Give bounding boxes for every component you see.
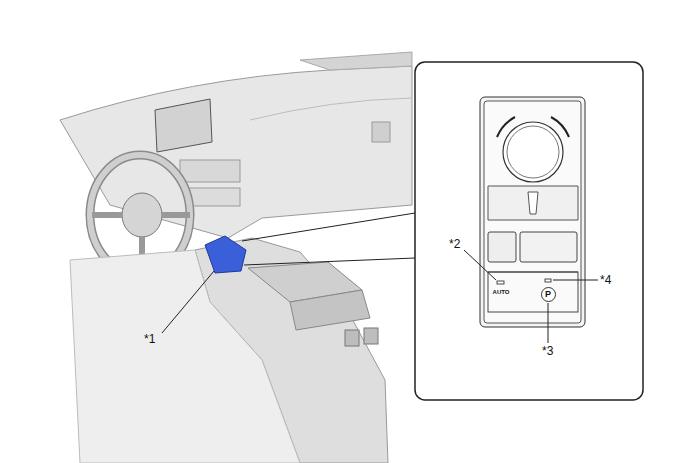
switch-button <box>488 232 516 262</box>
bezel <box>488 186 578 220</box>
knob <box>503 122 563 182</box>
leader-line <box>464 250 496 280</box>
callout-number: *4 <box>600 274 611 286</box>
parking-brake-switch <box>205 236 246 273</box>
auto-indicator <box>497 281 504 284</box>
inset-line <box>242 213 415 241</box>
inset-line <box>244 258 415 265</box>
switch-button <box>520 232 577 262</box>
armrest-side <box>290 290 370 330</box>
switch-label: AUTO <box>493 289 510 295</box>
center-vent <box>180 160 240 182</box>
steering-hub <box>122 193 162 237</box>
rear-vent <box>364 328 378 344</box>
switch-panel <box>480 97 585 327</box>
button-symbol: P <box>545 290 551 299</box>
control-panel <box>188 188 240 206</box>
switch-area <box>488 272 578 312</box>
rear-vent <box>345 330 359 346</box>
leader-line <box>162 271 214 333</box>
knob-ring <box>507 126 559 178</box>
p-indicator <box>545 279 551 282</box>
callout-number: *3 <box>542 345 553 357</box>
callout-number: *1 <box>144 333 155 345</box>
leader-line <box>548 303 549 343</box>
p-button: P <box>541 287 556 302</box>
inset-frame <box>415 62 643 400</box>
callout-number: *2 <box>449 238 460 250</box>
leader-line <box>553 280 598 281</box>
switch-panel-inner <box>484 101 581 323</box>
windshield-edge <box>300 52 412 70</box>
slot <box>528 192 538 214</box>
dash-line <box>250 98 412 120</box>
display <box>155 99 212 152</box>
vent <box>372 122 390 142</box>
